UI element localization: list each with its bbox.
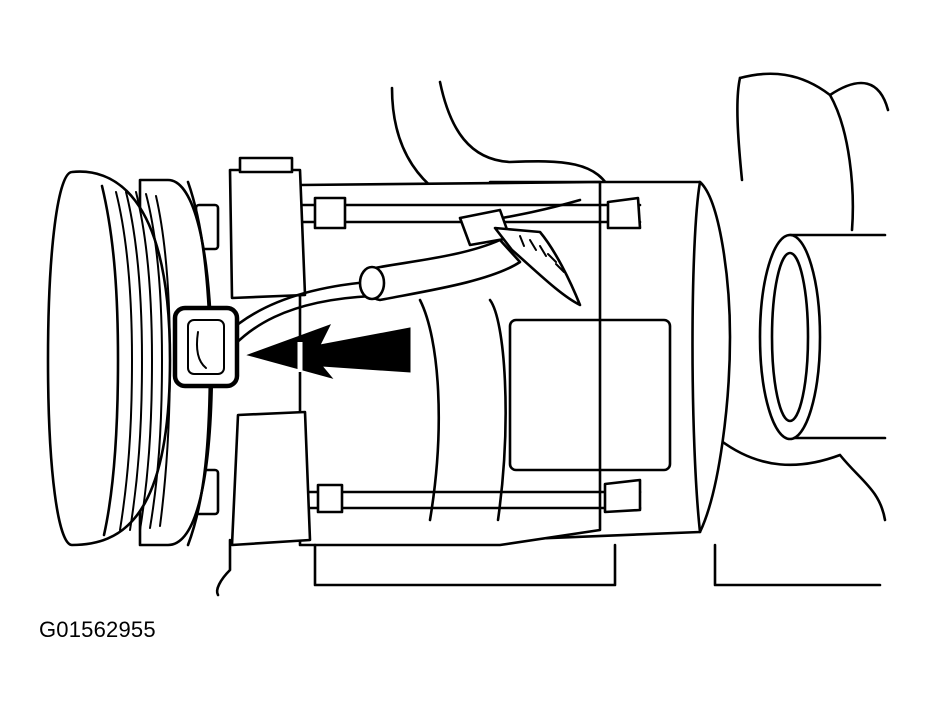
lower-mount-boss xyxy=(194,410,312,547)
wire-clamp xyxy=(458,208,582,307)
upper-mount-boss xyxy=(194,156,307,300)
pulley xyxy=(46,170,172,547)
engine-block xyxy=(713,72,890,587)
indicator-arrow xyxy=(246,324,411,379)
figure-code: G01562955 xyxy=(39,617,156,642)
round-port xyxy=(758,233,822,441)
electrical-connector xyxy=(172,305,240,389)
